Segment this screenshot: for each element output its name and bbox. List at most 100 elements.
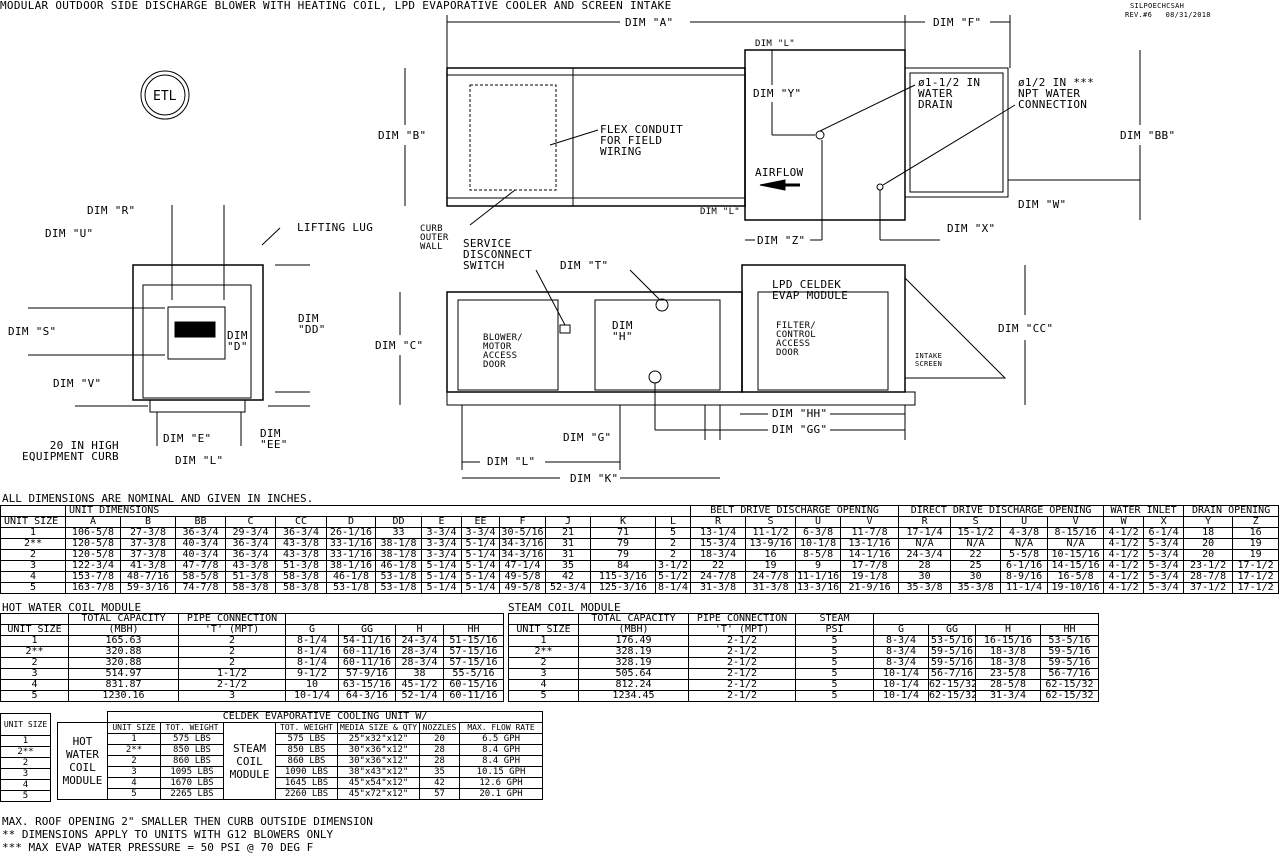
- table-cell: 812.24: [578, 679, 689, 691]
- table-cell: 5-3/4: [1143, 549, 1185, 561]
- table-cell: 24-7/8: [745, 571, 797, 583]
- evap-module-label: LPD CELDEK EVAP MODULE: [772, 278, 849, 302]
- column-header: Z: [1232, 516, 1280, 528]
- column-header: S: [950, 516, 1002, 528]
- table-cell: 24-3/4: [395, 635, 444, 647]
- column-header: TOT. WEIGHT: [275, 722, 338, 734]
- table-cell: 14-1/16: [840, 549, 900, 561]
- table-cell: 320.88: [68, 657, 179, 669]
- table-cell: 860 LBS: [160, 755, 224, 767]
- note-g12-blowers: ** DIMENSIONS APPLY TO UNITS WITH G12 BL…: [2, 828, 334, 841]
- table-cell: 33-1/16: [326, 538, 376, 550]
- table-cell: 74-7/8: [175, 582, 226, 594]
- table-cell: 5: [795, 635, 874, 647]
- dim-k-label: DIM "K": [570, 472, 619, 485]
- table-row: 3: [0, 768, 51, 780]
- table-cell: 40-3/4: [175, 549, 226, 561]
- table-cell: 3: [0, 768, 51, 780]
- airflow-label: AIRFLOW: [755, 166, 804, 179]
- table-cell: 26-1/16: [326, 527, 376, 539]
- table-cell: 60-11/16: [338, 657, 396, 669]
- hot-water-title: HOT WATER COIL MODULE: [2, 601, 142, 614]
- dim-r-label: DIM "R": [87, 204, 136, 217]
- group-header: [0, 505, 66, 517]
- table-cell: 2**: [508, 646, 579, 658]
- column-header: B: [120, 516, 176, 528]
- column-header: S: [745, 516, 797, 528]
- column-header: UNIT SIZE: [0, 516, 66, 528]
- table-cell: [57, 711, 108, 723]
- table-cell: 850 LBS: [160, 744, 224, 756]
- table-cell: 5-1/4: [461, 560, 500, 572]
- table-cell: 176.49: [578, 635, 689, 647]
- table-cell: 2-1/2: [688, 679, 796, 691]
- column-header: GG: [928, 624, 976, 636]
- blower-door-label: BLOWER/ MOTOR ACCESS DOOR: [483, 333, 524, 370]
- table-cell: 8-1/4: [285, 657, 339, 669]
- column-header: G: [873, 624, 929, 636]
- table-cell: 38-1/8: [375, 538, 422, 550]
- table-row: 5: [0, 790, 51, 802]
- table-cell: 4-1/2: [1103, 538, 1145, 550]
- table-cell: 28-7/8: [1183, 571, 1234, 583]
- table-cell: 20.1 GPH: [458, 788, 544, 800]
- title-row: CELDEK EVAPORATIVE COOLING UNIT W/: [57, 711, 544, 723]
- group-header: DIRECT DRIVE DISCHARGE OPENING: [898, 505, 1105, 517]
- table-cell: TOTAL CAPACITY: [68, 613, 179, 625]
- table-cell: 58-3/8: [275, 571, 327, 583]
- table-cell: PIPE CONNECTION: [688, 613, 796, 625]
- column-header: DD: [375, 516, 422, 528]
- table-cell: 120-5/8: [65, 549, 121, 561]
- dim-u-label: DIM "U": [45, 227, 94, 240]
- column-header: A: [65, 516, 121, 528]
- table-cell: 11-1/4: [1000, 582, 1049, 594]
- table-cell: 5: [654, 527, 692, 539]
- table-cell: [873, 613, 1099, 625]
- table-cell: 3: [107, 766, 161, 778]
- table-cell: 6-1/4: [1143, 527, 1185, 539]
- dim-s-label: DIM "S": [8, 325, 57, 338]
- side-view: [399, 264, 1026, 479]
- dim-l-side-label: DIM "L": [487, 455, 536, 468]
- table-cell: 40-3/4: [175, 538, 226, 550]
- etl-logo: ETL: [140, 70, 190, 120]
- table-cell: 36-3/4: [175, 527, 226, 539]
- table-cell: 3-1/2: [654, 560, 692, 572]
- table-cell: 10-15/16: [1047, 549, 1105, 561]
- table-cell: 37-3/8: [120, 549, 176, 561]
- table-cell: 4: [0, 679, 69, 691]
- table-cell: 38-1/16: [326, 560, 376, 572]
- dim-h-label: DIM "H": [612, 319, 633, 343]
- table-cell: 1090 LBS: [275, 766, 338, 778]
- table-cell: 19: [1232, 549, 1280, 561]
- column-header: J: [545, 516, 591, 528]
- table-cell: 5: [795, 679, 874, 691]
- table-cell: 29-3/4: [225, 527, 276, 539]
- group-header: BELT DRIVE DISCHARGE OPENING: [690, 505, 900, 517]
- table-cell: 63-15/16: [338, 679, 396, 691]
- table-cell: 4-1/2: [1103, 582, 1145, 594]
- table-cell: 860 LBS: [275, 755, 338, 767]
- table-cell: 3: [0, 668, 69, 680]
- table-cell: 10-1/8: [795, 538, 842, 550]
- table-cell: 10-1/4: [873, 668, 929, 680]
- table-cell: 38: [395, 668, 444, 680]
- table-cell: 18: [1183, 527, 1234, 539]
- table-cell: 38-1/8: [375, 549, 422, 561]
- table-cell: 51-3/8: [225, 571, 276, 583]
- column-header: GG: [338, 624, 396, 636]
- table-row: 4: [0, 779, 51, 791]
- table-cell: 58-5/8: [175, 571, 226, 583]
- table-cell: 62-15/32: [928, 690, 976, 702]
- table-cell: 79: [590, 549, 656, 561]
- table-cell: 20: [1183, 538, 1234, 550]
- dim-w-label: DIM "W": [1018, 198, 1067, 211]
- table-cell: 18-3/8: [975, 646, 1041, 658]
- table-cell: 5-1/4: [421, 582, 462, 594]
